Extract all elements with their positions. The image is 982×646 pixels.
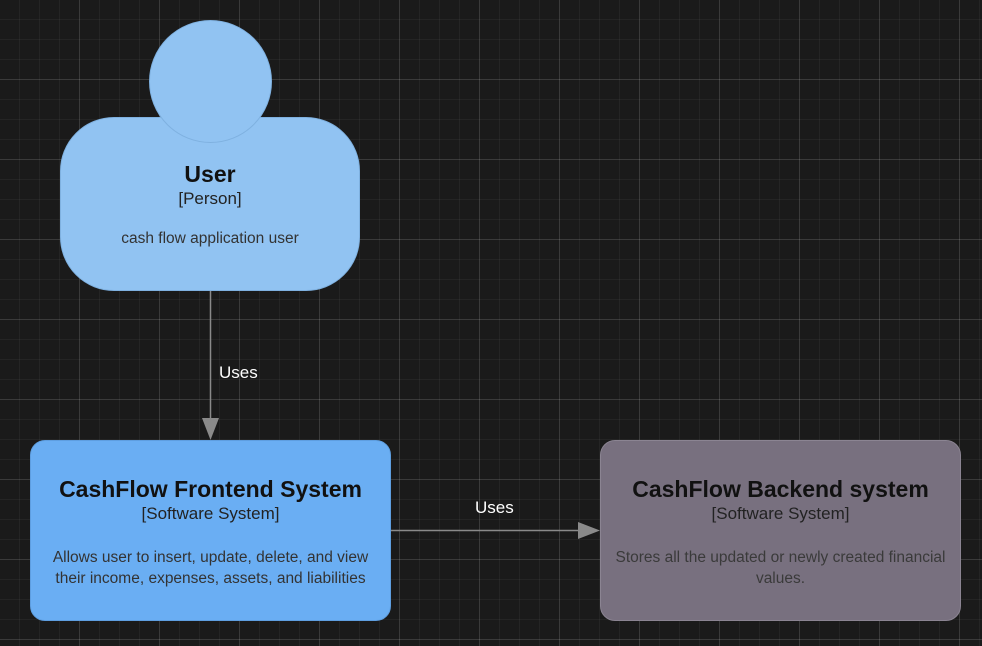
- connector-user-to-frontend[interactable]: [202, 291, 219, 440]
- frontend-description: Allows user to insert, update, delete, a…: [31, 547, 390, 589]
- frontend-title: CashFlow Frontend System: [59, 476, 362, 502]
- backend-title: CashFlow Backend system: [632, 476, 929, 502]
- backend-description: Stores all the updated or newly created …: [601, 547, 960, 589]
- relation-label-user-frontend[interactable]: Uses: [219, 363, 258, 382]
- arrowhead-icon: [202, 418, 219, 440]
- frontend-description-line-1: Allows user to insert, update, delete, a…: [52, 549, 369, 566]
- person-body-shape[interactable]: [60, 117, 360, 291]
- arrowhead-icon: [578, 522, 600, 539]
- backend-system-node[interactable]: CashFlow Backend system [Software System…: [600, 440, 961, 621]
- person-title: User: [184, 161, 236, 187]
- frontend-type: [Software System]: [141, 504, 280, 523]
- person-head-shape[interactable]: [149, 20, 272, 143]
- person-type: [Person]: [178, 189, 242, 208]
- frontend-system-node[interactable]: CashFlow Frontend System [Software Syste…: [30, 440, 391, 621]
- person-user-node[interactable]: User [Person] cash flow application user: [60, 160, 360, 249]
- backend-type: [Software System]: [711, 504, 850, 523]
- person-description: cash flow application user: [121, 230, 299, 247]
- relation-label-frontend-backend[interactable]: Uses: [475, 498, 514, 517]
- connector-frontend-to-backend[interactable]: [391, 522, 600, 539]
- backend-description-line-1: Stores all the updated or newly created …: [615, 549, 946, 566]
- backend-description-line-2: values.: [755, 570, 806, 587]
- frontend-description-line-2: their income, expenses, assets, and liab…: [55, 570, 366, 587]
